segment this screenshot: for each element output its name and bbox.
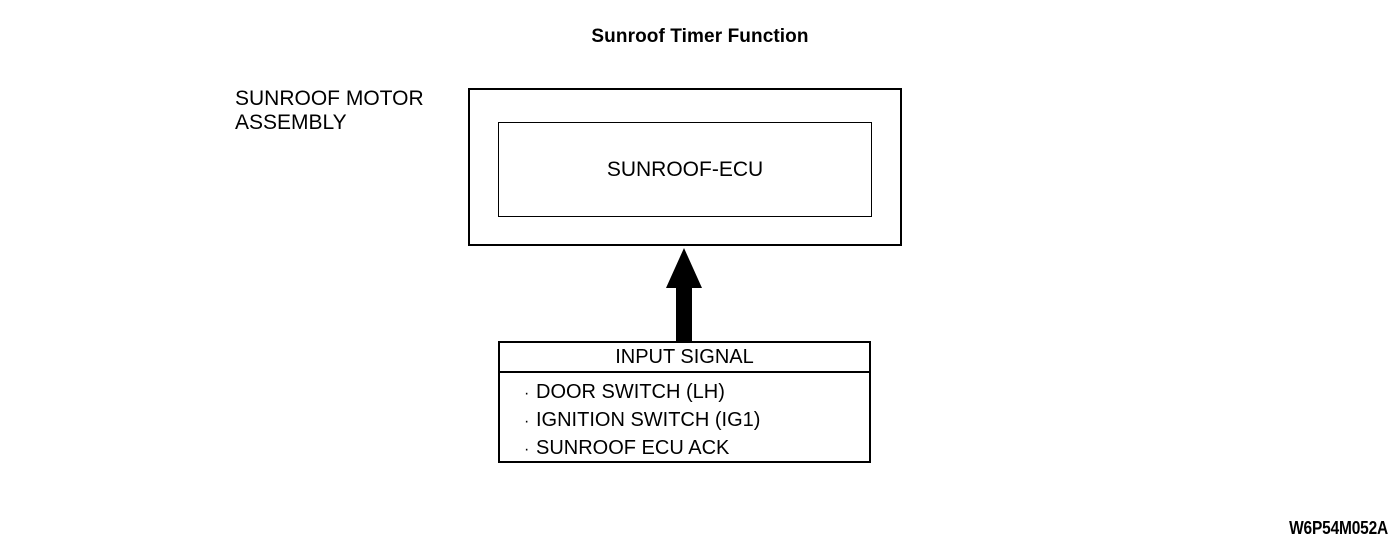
page-title: Sunroof Timer Function: [591, 26, 809, 47]
list-item-label: SUNROOF ECU ACK: [536, 437, 730, 459]
input-signal-header-label: INPUT SIGNAL: [615, 345, 754, 368]
input-signal-header: INPUT SIGNAL: [500, 343, 869, 373]
input-signal-list: · DOOR SWITCH (LH) · IGNITION SWITCH (IG…: [500, 373, 869, 463]
list-item-label: IGNITION SWITCH (IG1): [536, 409, 761, 431]
bullet-icon: ·: [524, 441, 530, 458]
figure-reference-code: W6P54M052A: [1289, 518, 1388, 538]
list-item-label: DOOR SWITCH (LH): [536, 381, 725, 403]
sunroof-ecu-box: SUNROOF-ECU: [498, 122, 872, 217]
bullet-icon: ·: [524, 413, 530, 430]
input-signal-box: INPUT SIGNAL · DOOR SWITCH (LH) · IGNITI…: [498, 341, 871, 463]
sunroof-ecu-label: SUNROOF-ECU: [606, 157, 764, 181]
sunroof-motor-assembly-label: SUNROOF MOTOR ASSEMBLY: [235, 87, 424, 134]
arrow-up-icon: [666, 248, 702, 344]
list-item: · SUNROOF ECU ACK: [524, 435, 869, 463]
list-item: · DOOR SWITCH (LH): [524, 379, 869, 407]
list-item: · IGNITION SWITCH (IG1): [524, 407, 869, 435]
bullet-icon: ·: [524, 385, 530, 402]
